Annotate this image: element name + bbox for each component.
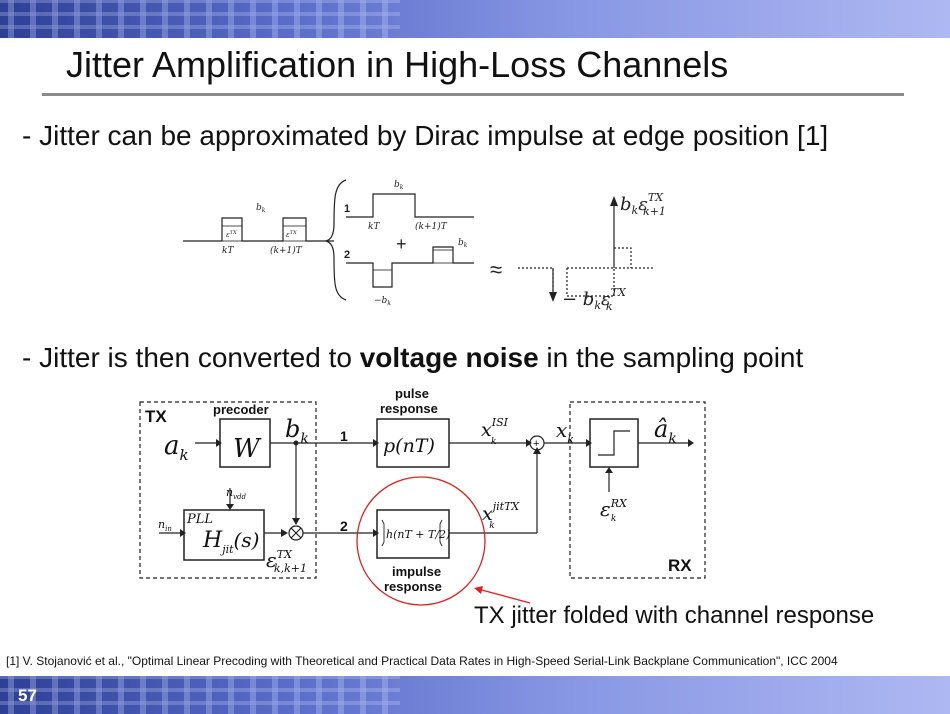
slicer-symbol [598, 430, 630, 456]
eps-k-left: εTX [226, 230, 237, 239]
chip-pattern [0, 676, 400, 714]
eps-box-k1 [282, 225, 307, 242]
brace [325, 179, 347, 301]
chip-pattern [0, 0, 400, 38]
reference-footnote: [1] V. Stojanović et al., "Optimal Linea… [6, 654, 838, 668]
dirac-baseline-right [566, 267, 654, 297]
path-1-label: 1 [344, 203, 350, 215]
rx-region [569, 401, 706, 579]
bk-label-left: bk [256, 203, 266, 214]
dirac-baseline-left [518, 267, 554, 297]
tx-region [139, 401, 317, 579]
impulse-label-2: response [384, 579, 442, 594]
approx-sign: ≈ [490, 257, 502, 282]
slicer-block [589, 418, 639, 468]
precoder-label: precoder [213, 402, 269, 417]
title-divider [42, 93, 904, 96]
top-banner [0, 0, 950, 38]
kT-label-path1: kT [368, 222, 380, 232]
bullet-2-pre: - Jitter is then converted to [22, 342, 360, 373]
pulse-block-label: p(nT) [383, 435, 435, 457]
sum-node [529, 435, 545, 451]
plus-sign: + [396, 234, 407, 254]
bullet-1: - Jitter can be approximated by Dirac im… [22, 120, 829, 151]
pll-label: PLL [186, 512, 213, 527]
pll-block [183, 509, 265, 561]
impulse-response-block [376, 509, 450, 559]
pulse-label-2: response [380, 401, 438, 416]
bk-label-path2: bk [458, 238, 468, 249]
n-in-label: nin [158, 518, 172, 533]
impulse-label-1: impulse [392, 564, 441, 579]
k1T-label-path1: (k+1)T [415, 221, 448, 232]
annotation-arrow [477, 588, 531, 604]
path-1-wave [346, 193, 474, 218]
path-2-wave [346, 246, 474, 288]
tx-label: TX [145, 407, 167, 426]
dirac-up-arrow [610, 196, 618, 206]
bk-label-path1: bk [394, 180, 404, 191]
bullet-2-post: in the sampling point [538, 342, 804, 373]
pulse-response-block [376, 418, 450, 468]
eps-box-path2-k [372, 269, 393, 288]
xk-label: xk [556, 418, 574, 446]
mult-node [288, 525, 304, 541]
precoder-block [219, 418, 271, 468]
input-ak: ak [164, 431, 189, 464]
highlight-circle [356, 476, 486, 606]
pulse-label-1: pulse [395, 386, 429, 401]
impulse-block-label: h(nT + T/2) [386, 528, 450, 541]
sum-symbol: + [533, 438, 539, 450]
eps-k1-left: εTX [286, 230, 297, 239]
bullet-2-bold: voltage noise [359, 342, 539, 373]
path-2-marker: 2 [340, 518, 348, 534]
k1T-label-left: (k+1)T [270, 245, 303, 256]
dirac-down-arrow [549, 292, 557, 302]
slide-number: 57 [18, 686, 37, 705]
bullet-2: - Jitter is then converted to voltage no… [22, 342, 803, 374]
pll-block-label: Hjit(s) [202, 528, 259, 556]
precoder-block-label: W [233, 434, 262, 464]
eps-box-path2-k1 [432, 249, 454, 264]
annotation-text: TX jitter folded with channel response [474, 602, 874, 629]
kT-label-left: kT [222, 246, 234, 256]
rx-label: RX [668, 556, 692, 575]
n-vdd-label: nvdd [226, 486, 247, 501]
path-2-label: 2 [344, 249, 350, 261]
eps-box-k [221, 225, 243, 242]
neg-bk-label: −bk [374, 296, 391, 307]
slide-title: Jitter Amplification in High-Loss Channe… [66, 44, 729, 85]
path-1-marker: 1 [340, 428, 348, 444]
bk-node-label: bk [285, 415, 309, 447]
a-hat-label: âk [654, 415, 677, 447]
jitter-pulse [183, 217, 334, 242]
bottom-banner [0, 676, 950, 714]
